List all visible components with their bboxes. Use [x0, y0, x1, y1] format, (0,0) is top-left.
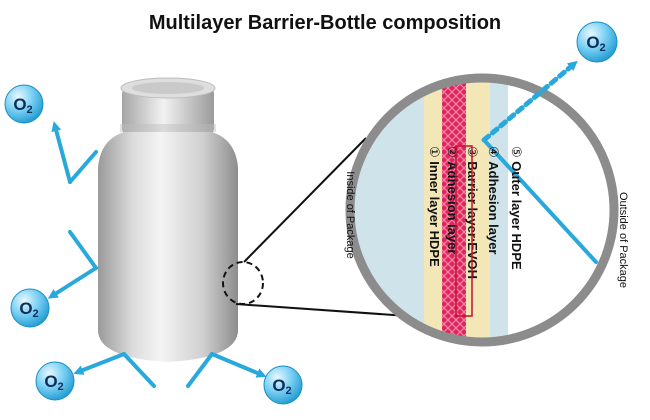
oxygen-molecule-icon	[35, 361, 75, 401]
bottle-body	[98, 132, 238, 362]
arrow-bottom-right-tail	[186, 352, 214, 388]
o2-label: O2	[44, 372, 63, 393]
oxygen-arrows	[47, 60, 598, 388]
o2-label: O2	[272, 376, 291, 397]
diagram-title: Multilayer Barrier-Bottle composition	[148, 12, 502, 34]
layer-text-2: Adhesion layer	[445, 161, 460, 254]
outside-arrow-dotted	[481, 60, 578, 143]
arrow-bottom-left-head	[73, 352, 126, 375]
o2-bubble-bottom-left: O2	[35, 361, 75, 401]
arrow-left-top-head	[51, 121, 72, 184]
o2-label: O2	[586, 33, 605, 54]
o2-label: O2	[13, 95, 32, 116]
inside-of-package-label: Inside of Package	[344, 171, 356, 258]
layer-number-5: ⑤	[509, 146, 524, 161]
layer-label-4: ④ Adhesion layer	[486, 146, 501, 254]
arrow-left-top-tail	[68, 150, 98, 184]
oxygen-molecule-icon	[263, 365, 303, 405]
magnifier-ring	[345, 73, 619, 347]
layer-number-4: ④	[486, 146, 501, 161]
layer-text-5: Outer layer HDPE	[509, 161, 524, 270]
o2-bubble-top-right: O2	[576, 21, 618, 63]
oxygen-molecule-icon	[576, 21, 618, 63]
arrow-bottom-right-head	[210, 352, 267, 378]
zoom-line-top	[243, 137, 367, 263]
oxygen-molecule-icon	[10, 288, 50, 328]
arrow-left-mid-head	[47, 266, 98, 299]
outside-arrow-incoming	[482, 138, 598, 264]
zoom-line-bottom	[235, 303, 409, 317]
barrier-label-box	[455, 145, 473, 317]
bottle-neck	[122, 86, 214, 136]
bottle-illustration	[98, 77, 238, 362]
o2-bubble-bottom-right: O2	[263, 365, 303, 405]
layer-band-3	[442, 78, 466, 342]
layer-label-2: ② Adhesion layer	[445, 146, 460, 254]
zoom-spot	[222, 261, 264, 305]
o2-bubble-left-mid: O2	[10, 288, 50, 328]
layer-number-1: ①	[427, 146, 442, 161]
arrow-left-mid-tail	[68, 230, 98, 270]
outside-of-package-label: Outside of Package	[617, 192, 629, 288]
arrow-bottom-left-tail	[122, 352, 156, 388]
layer-band-2	[424, 78, 442, 342]
oxygen-molecule-icon	[4, 84, 44, 124]
o2-bubble-left-top: O2	[4, 84, 44, 124]
layer-label-1: ① Inner layer HDPE	[427, 146, 442, 267]
layer-band-5	[490, 78, 508, 342]
o2-label: O2	[19, 299, 38, 320]
layer-label-5: ⑤ Outer layer HDPE	[509, 146, 524, 270]
layer-band-4	[466, 78, 490, 342]
layer-text-4: Adhesion layer	[486, 161, 501, 254]
layer-text-1: Inner layer HDPE	[427, 161, 442, 267]
layer-number-2: ②	[445, 146, 460, 161]
